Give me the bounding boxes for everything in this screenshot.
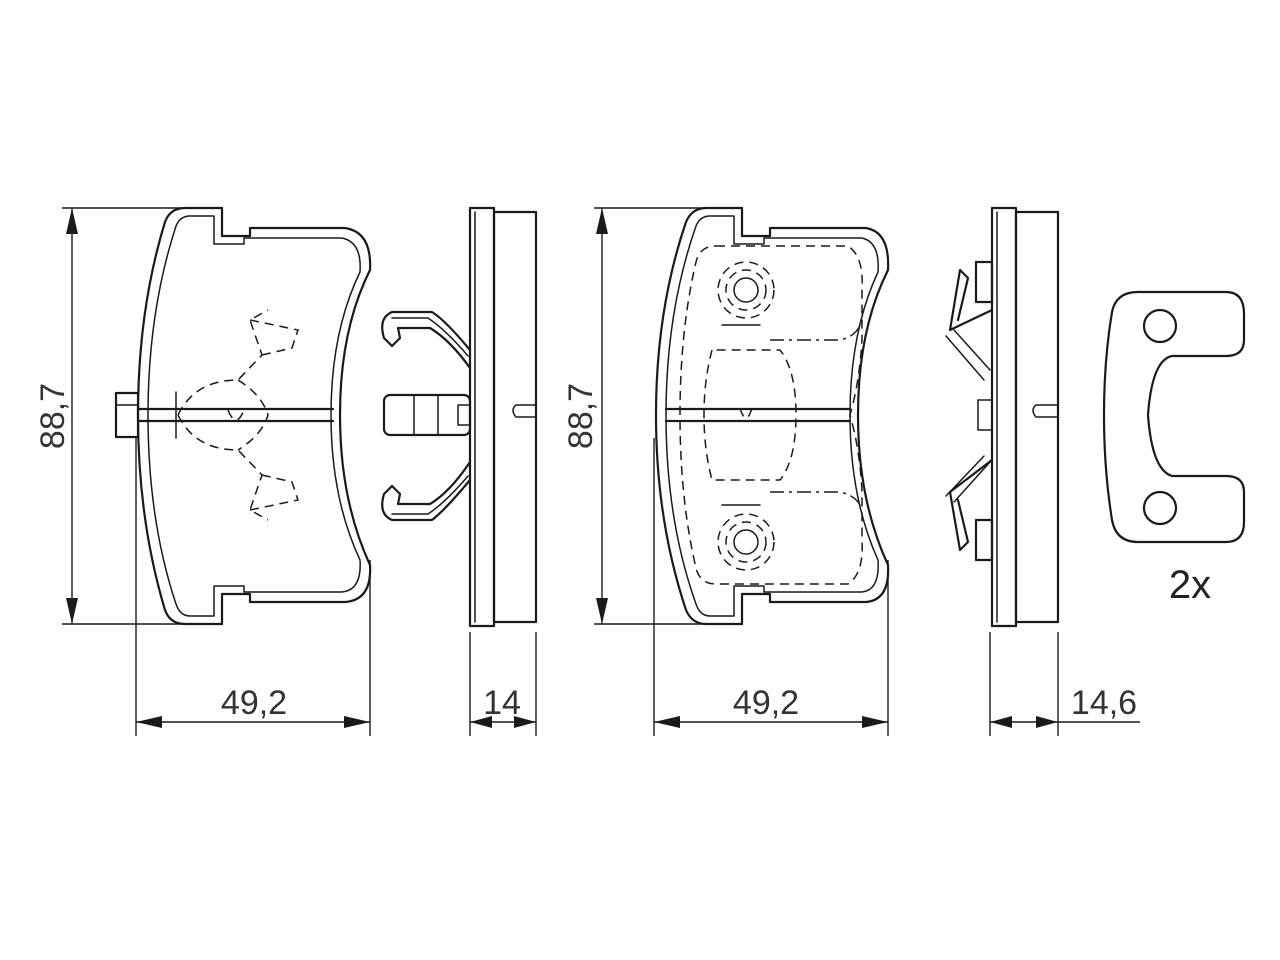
thickness-label-right: 14,6 (1071, 684, 1137, 722)
height-label-right: 88,7 (562, 383, 600, 449)
width-label-right: 49,2 (733, 684, 799, 722)
shim-plate (1102, 290, 1246, 544)
quantity-label: 2x (1169, 563, 1211, 607)
pad-2-side-view (945, 206, 1060, 628)
dimension-width-left (135, 438, 371, 736)
dimension-thickness-left (469, 632, 537, 736)
dimension-height-left (62, 207, 185, 625)
width-label-left: 49,2 (221, 684, 287, 722)
shim-hole-top (1142, 308, 1178, 344)
pad-1-front-view (114, 206, 372, 626)
dimension-height-right (594, 207, 706, 625)
height-label-left: 88,7 (34, 383, 72, 449)
thickness-label-left: 14 (483, 684, 521, 722)
pad-1-side-view (381, 206, 538, 628)
pad-2-front-view (654, 206, 890, 626)
shim-hole-bottom (1142, 490, 1178, 526)
dimension-width-right (653, 438, 889, 736)
dimension-thickness-right (989, 632, 1140, 736)
